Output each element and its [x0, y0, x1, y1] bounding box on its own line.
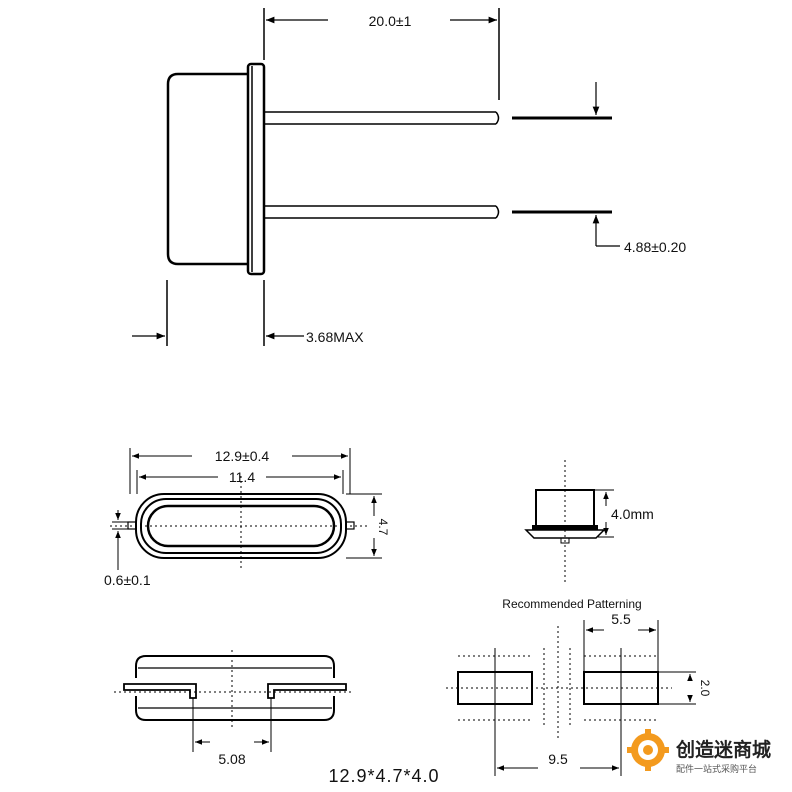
bottom-lead-right [267, 683, 347, 699]
side-view: 20.0±1 4.88±0.20 3.68MAX [132, 8, 686, 346]
bottom-view: 5.08 [114, 650, 352, 767]
watermark-brand: 创造迷商城 [675, 738, 771, 761]
crystal-flange [246, 62, 266, 276]
overall-length-label: 12.9±0.4 [215, 448, 270, 464]
lead-spacing-label: 5.08 [218, 751, 245, 767]
top-view: 12.9±0.4 11.4 4.7 0.6±0.1 [104, 448, 390, 588]
lead-width-label: 0.6±0.1 [104, 572, 151, 588]
watermark-tagline: 配件一站式采购平台 [676, 763, 757, 775]
height-label: 4.0mm [611, 506, 654, 522]
end-view: 4.0mm [524, 460, 654, 582]
body-thickness-label: 3.68MAX [306, 329, 364, 345]
width-label: 4.7 [376, 519, 390, 536]
pad-height-label: 2.0 [698, 680, 712, 697]
inner-length-label: 11.4 [229, 469, 255, 485]
size-caption: 12.9*4.7*4.0 [328, 766, 439, 786]
pin-pitch-label: 4.88±0.20 [624, 239, 686, 255]
lead-length-label: 20.0±1 [369, 13, 412, 29]
crystal-leads [264, 111, 500, 219]
end-flange [532, 525, 598, 530]
pattern-title: Recommended Patterning [502, 597, 641, 611]
crystal-body [166, 72, 248, 266]
pad-span-label: 9.5 [548, 751, 568, 767]
pad-width-label: 5.5 [611, 611, 631, 627]
bottom-lead-left [123, 683, 197, 699]
gear-logo-icon [627, 729, 669, 771]
watermark: 创造迷商城 配件一站式采购平台 [627, 729, 771, 775]
pattern-view: Recommended Patterning 5.5 2.0 9.5 [446, 597, 712, 776]
